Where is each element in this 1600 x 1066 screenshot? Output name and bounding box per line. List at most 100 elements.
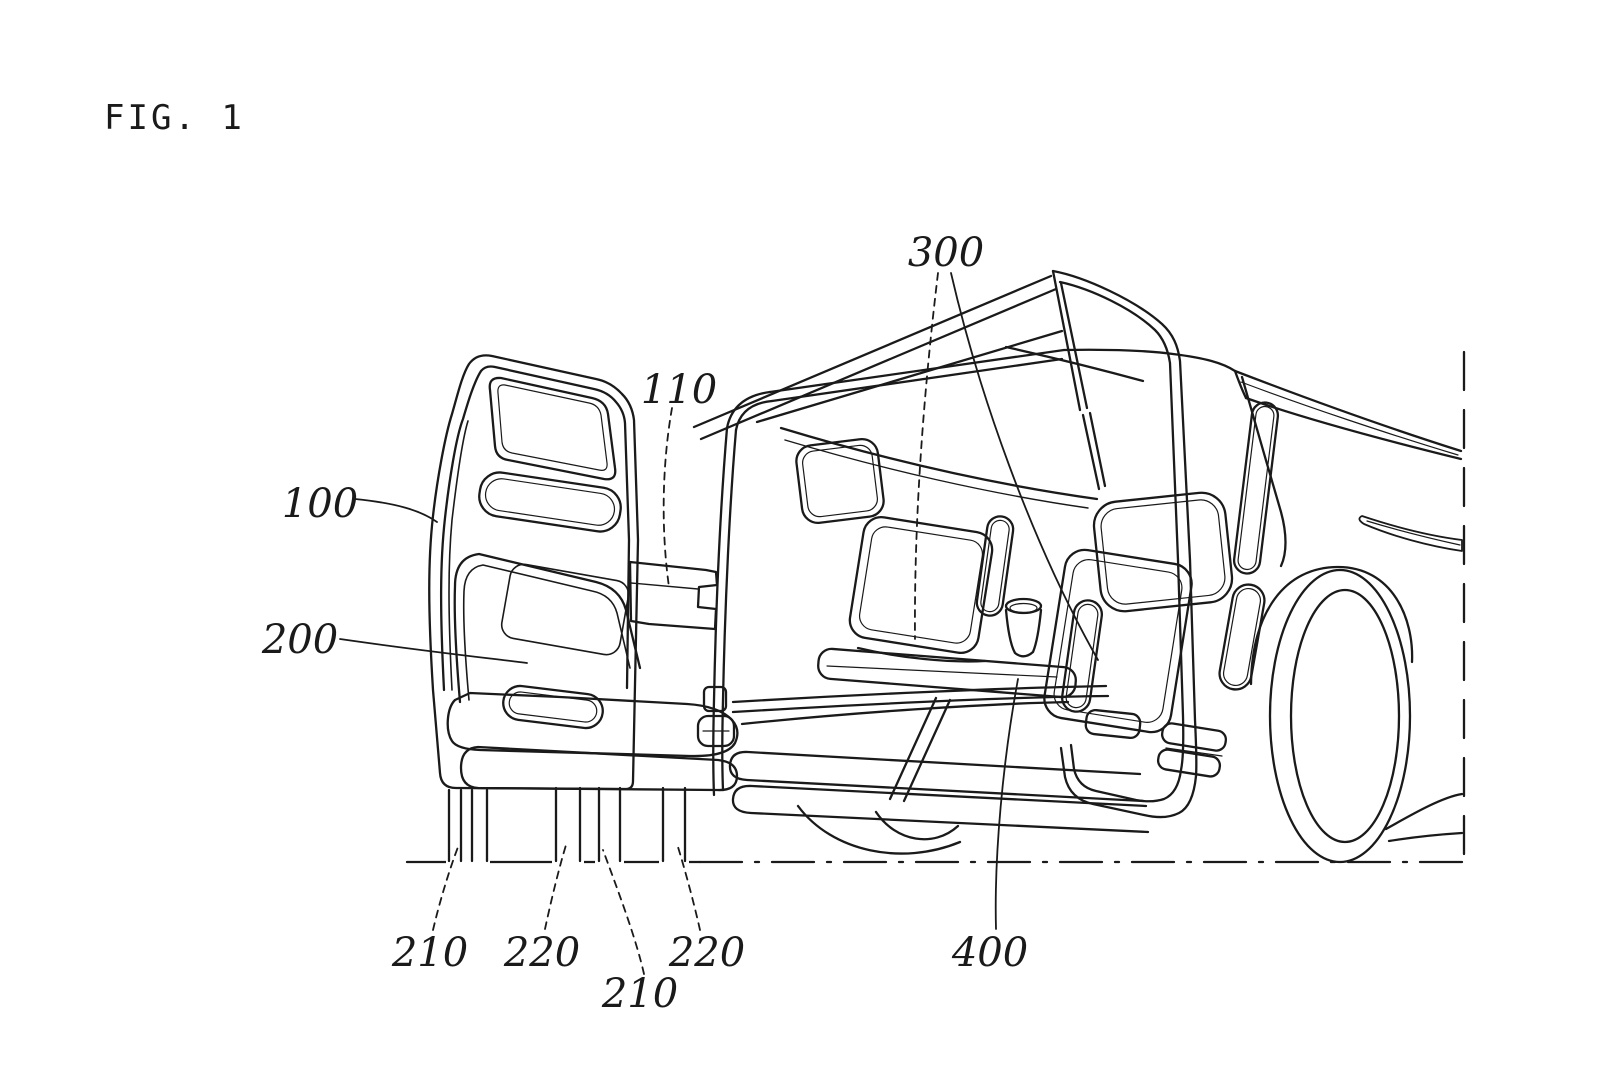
ref-label-300: 300: [908, 230, 984, 276]
ref-label-100: 100: [282, 481, 358, 527]
front-wheel-arch-arc: [796, 804, 962, 855]
cup-body: [1004, 608, 1043, 658]
rocker-bar-upper: [728, 750, 1145, 803]
doorway-header: [768, 348, 1066, 394]
leader-100: [354, 498, 438, 523]
leader-300-left: [914, 272, 939, 640]
interior-seat-left-headrest-slot-inner: [980, 519, 1010, 613]
seat-armrest-inner: [508, 691, 598, 723]
seat-back-inner-line: [462, 564, 631, 701]
doorway-sill-top: [731, 684, 1108, 704]
leader-300-right: [950, 272, 1099, 661]
interior-seat-right-back-inner: [1053, 559, 1183, 723]
door-window-slot-inner: [484, 478, 616, 526]
interior-floor-line: [740, 700, 1070, 726]
seat-back-outline: [453, 552, 642, 704]
interior-seat-left-back-inner: [858, 526, 984, 644]
rear-bumper-upper: [1384, 792, 1464, 831]
rear-bumper-lower: [1387, 831, 1464, 843]
connector-inner-line: [630, 582, 699, 590]
open-door-left-stile-inner: [1059, 281, 1089, 410]
figure-caption: FIG. 1: [104, 98, 245, 138]
far-beltline-inner: [784, 439, 1089, 509]
far-window-rear: [1092, 491, 1234, 613]
interior-seat-right-headrest-slot-inner: [1065, 603, 1099, 709]
doorway-corner: [725, 390, 772, 430]
leader-400: [994, 678, 1019, 930]
seat-armrest: [502, 684, 604, 730]
open-door-left-stile: [1051, 269, 1082, 412]
c-pillar-line: [1240, 375, 1287, 568]
interior-seat-left-headrest-slot: [975, 515, 1015, 617]
quarter-trim-capsule-upper-inner: [1237, 405, 1275, 571]
open-door-bottom-tab: [1084, 708, 1142, 740]
rear-wheel-inner: [1289, 588, 1401, 844]
seat-platform: [459, 745, 739, 792]
cup-rim-inner: [1009, 602, 1038, 614]
doorway-header-inner: [770, 357, 1064, 403]
doorway-corner-inner: [734, 399, 774, 432]
ref-label-210-left: 210: [391, 930, 468, 976]
open-door-frame: [1051, 269, 1280, 819]
connector-outline: [628, 560, 719, 631]
seat-back-stitch: [500, 563, 630, 656]
front-wheel-arc: [874, 810, 960, 841]
open-door-inner: [1058, 280, 1185, 803]
ref-label-220-left: 220: [503, 930, 580, 976]
ref-label-220-right: 220: [668, 930, 745, 976]
ref-label-400: 400: [951, 930, 1028, 976]
door-panel: [428, 354, 640, 791]
leader-220-left: [544, 844, 567, 930]
rear-wheel: [1268, 568, 1412, 864]
quarter-trim-capsule-upper: [1232, 401, 1280, 575]
rear-wheel-arch: [1249, 565, 1414, 686]
spoiler-hairline: [1240, 381, 1459, 456]
leg-mask: [552, 850, 584, 874]
roof-drip-line: [755, 329, 1064, 424]
leader-200: [339, 638, 528, 664]
table-top-line: [826, 665, 1058, 678]
quarter-trim-capsule-lower: [1218, 583, 1266, 691]
ref-label-110: 110: [641, 367, 717, 413]
quarter-trim-capsule-lower-inner: [1222, 587, 1262, 687]
door-panel-edge-line: [448, 420, 469, 691]
rear-roof-arc: [1062, 348, 1237, 373]
rocker-bar-lower: [731, 784, 1150, 834]
leader-210-left: [432, 846, 459, 931]
door-latch-upper: [1160, 722, 1228, 752]
far-window-front-inner: [802, 444, 878, 518]
spoiler-tip: [1233, 369, 1248, 400]
seat-legs: [447, 786, 687, 863]
tail-lamp-wedge: [1358, 515, 1463, 552]
tail-lamp-hairline: [1366, 520, 1461, 546]
door-panel-inner-line: [439, 365, 631, 692]
leader-210-center: [602, 849, 645, 975]
ref-label-200: 200: [261, 617, 338, 663]
table-console: [817, 647, 1077, 699]
ref-label-210-center: 210: [601, 971, 678, 1017]
seat-assembly: [446, 552, 739, 792]
spoiler-upper: [1233, 369, 1463, 453]
door-window-upper-inner: [497, 384, 608, 471]
roof-rail-inner: [699, 287, 1058, 441]
far-beltline: [779, 426, 1099, 501]
open-door-stile-continuation: [1081, 411, 1107, 491]
door-window-upper: [488, 376, 617, 481]
leader-220-right: [677, 846, 701, 931]
door-latch-lower: [1156, 748, 1222, 778]
door-latch-line: [1165, 747, 1223, 757]
door-panel-outline: [428, 354, 640, 791]
interior-seat-left-back: [848, 516, 994, 654]
table-pedestal: [888, 696, 952, 803]
drawing-root: [339, 269, 1466, 975]
doorway-front-edge-inner: [721, 428, 738, 792]
connector-bracket: [628, 560, 719, 631]
doorway-sill-bottom: [731, 694, 1110, 714]
far-window-front: [795, 437, 885, 525]
figure-text: FIG. 1 100 110 200 210 220 210 220 300 4…: [104, 98, 1028, 1017]
sill-latch-block: [702, 685, 728, 713]
vehicle-interior: [740, 345, 1234, 803]
far-window-rear-inner: [1100, 499, 1226, 605]
